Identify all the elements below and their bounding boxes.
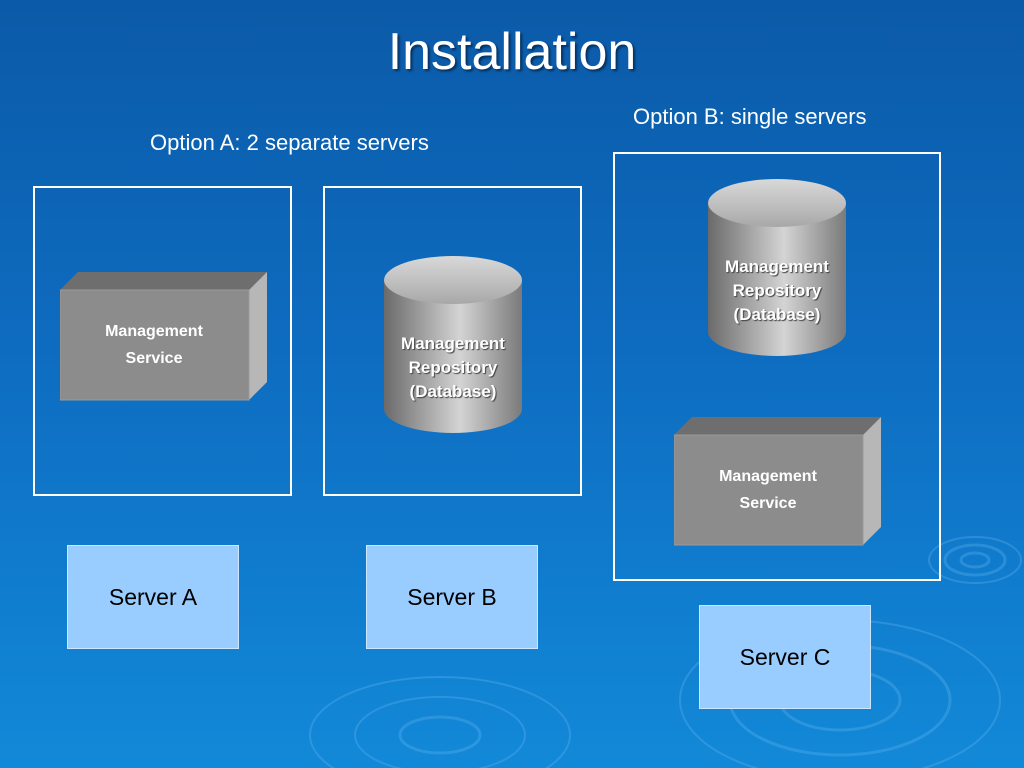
server-a-frame — [33, 186, 292, 496]
management-service-label-b: Management Service — [719, 468, 817, 512]
slide-title: Installation — [387, 23, 637, 81]
management-repository-label-a: Management Repository (Database) — [401, 334, 505, 401]
server-b-frame — [323, 186, 582, 496]
server-c-frame — [613, 152, 941, 581]
management-service-label-a: Management Service — [105, 323, 203, 367]
cylinder-shape — [384, 256, 522, 433]
option-a-caption: Option A: 2 separate servers — [150, 130, 429, 155]
cube-shape — [674, 417, 881, 546]
cube-shape — [60, 272, 267, 401]
server-c-label-box: Server C — [699, 605, 871, 709]
server-a-label-box: Server A — [67, 545, 239, 649]
management-repository-label-b: Management Repository (Database) — [725, 257, 829, 324]
management-service-box-b: Management Service — [674, 417, 881, 547]
cylinder-shape — [708, 179, 846, 356]
management-service-box-a: Management Service — [60, 272, 267, 402]
management-repository-cylinder-b: Management Repository (Database) — [708, 179, 846, 356]
management-repository-cylinder-a: Management Repository (Database) — [384, 256, 522, 433]
server-b-label-box: Server B — [366, 545, 538, 649]
option-b-caption: Option B: single servers — [633, 104, 867, 129]
